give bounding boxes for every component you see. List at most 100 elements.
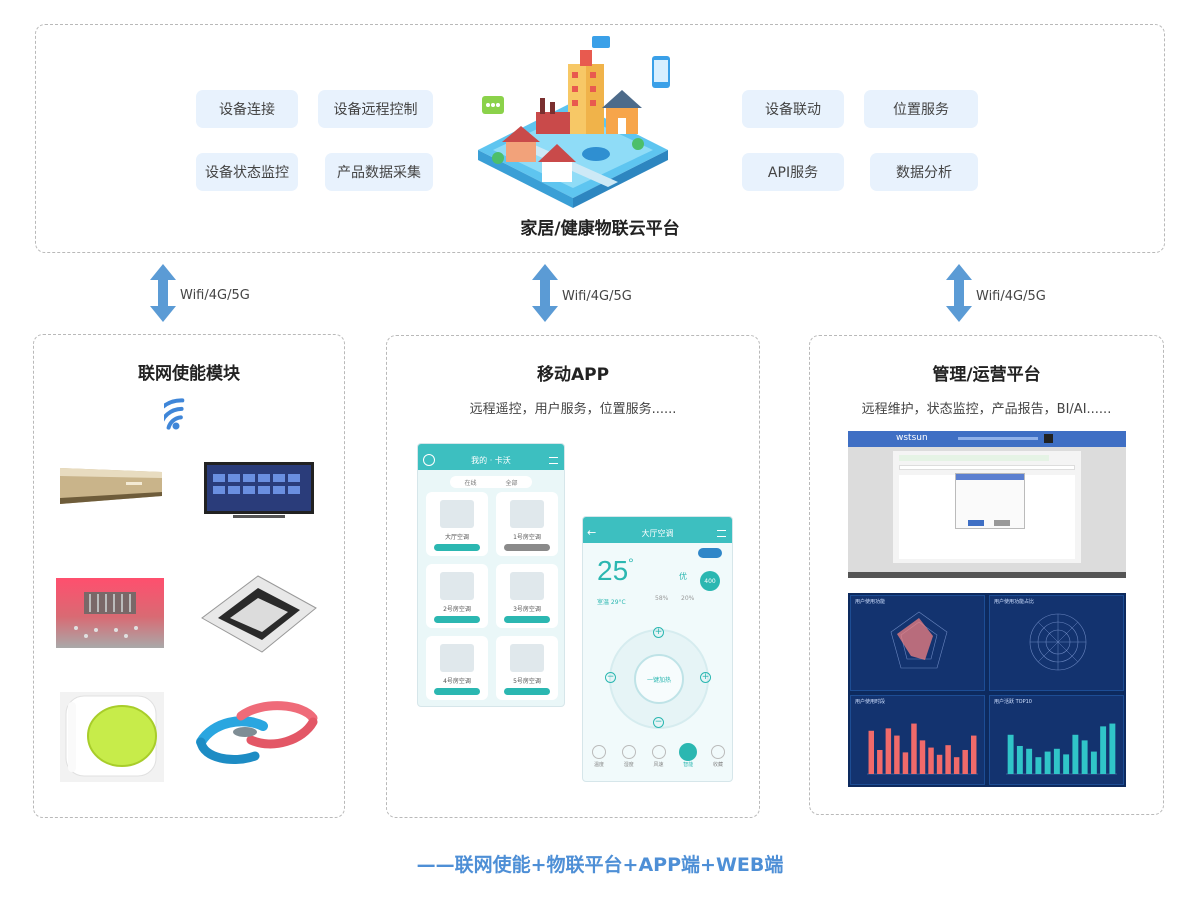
tab-smart-label: 智能 <box>683 762 694 768</box>
device-card-2-label: 1号房空调 <box>513 534 541 541</box>
active-top10-bar-10 <box>1090 751 1097 774</box>
service-chip-remote-control: 设备远程控制 <box>318 90 433 128</box>
device-card-4-image <box>510 572 544 600</box>
device-card-5-toggle[interactable] <box>434 688 480 695</box>
active-top10-bar-2 <box>1016 745 1023 774</box>
cloud-platform-title: 家居/健康物联云平台 <box>520 219 680 239</box>
connector-arrow-right <box>946 264 972 322</box>
tab-all: 全部 <box>505 479 518 487</box>
web-admin-navbar: wstsun <box>848 431 1126 447</box>
device-card-4-label: 3号房空调 <box>513 606 541 613</box>
service-chip-data-collection: 产品数据采集 <box>325 153 433 191</box>
usage-period-bar-9 <box>936 754 943 774</box>
usage-period-bar-12 <box>962 749 968 774</box>
device-card-5-label: 4号房空调 <box>443 678 471 685</box>
bathroom-heater-image <box>56 578 164 648</box>
device-card-2-image <box>510 500 544 528</box>
app-screen2-statusbar <box>583 517 732 525</box>
bar-chart-2 <box>1006 723 1117 775</box>
user-avatar-icon <box>423 454 435 466</box>
device-card-4-toggle[interactable] <box>504 616 550 623</box>
television-image <box>204 462 314 518</box>
fitness-band-image <box>196 701 318 764</box>
active-top10-bar-3 <box>1026 748 1033 774</box>
active-top10-bar-12 <box>1109 723 1116 774</box>
web-admin-nav-links <box>958 437 1038 440</box>
temp-up-icon[interactable]: + <box>653 627 664 638</box>
connector-label-left: Wifi/4G/5G <box>180 288 250 303</box>
device-card-5-image <box>440 644 474 672</box>
radar-chart-1 <box>890 611 948 669</box>
device-card-2-toggle[interactable] <box>504 544 550 551</box>
mobile-app-title: 移动APP <box>536 365 610 385</box>
air-conditioner-image <box>60 468 162 504</box>
fan-icon <box>651 745 666 759</box>
tab-humidity-label: 湿度 <box>623 762 634 768</box>
connector-label-middle: Wifi/4G/5G <box>562 289 632 304</box>
air-quality-label: 优 <box>679 572 687 581</box>
active-top10-bar-7 <box>1063 754 1070 774</box>
web-admin-avatar <box>1044 434 1053 443</box>
back-arrow-icon[interactable]: ← <box>587 526 597 539</box>
bar-panel-2: 用户活跃 TOP10 <box>989 695 1124 785</box>
radar-panel-1: 用户使用功能 <box>850 595 985 691</box>
bottom-tabbar: 温度 湿度 风速 智能 收藏 <box>587 743 730 773</box>
service-chip-location: 位置服务 <box>864 90 978 128</box>
web-admin-modal <box>955 473 1025 529</box>
device-card-1: 大厅空调 <box>426 492 488 556</box>
indoor-temp-label: 室温 29°C <box>597 599 626 606</box>
active-top10-bar-11 <box>1100 726 1107 774</box>
app-screen2-header-title: 大厅空调 <box>641 529 674 538</box>
app-screen2-header: ← 大厅空调 <box>583 525 732 543</box>
service-chip-status-monitor: 设备状态监控 <box>196 153 298 191</box>
bar-panel-2-title: 用户活跃 TOP10 <box>994 699 1032 705</box>
temp-down-icon[interactable]: − <box>653 717 664 728</box>
usage-period-bar-5 <box>902 752 909 774</box>
usage-period-bar-10 <box>945 745 951 774</box>
center-heat-button[interactable]: 一键加热 <box>634 654 684 704</box>
active-top10-bar-6 <box>1053 748 1060 774</box>
active-top10-bar-9 <box>1081 740 1088 774</box>
tab-fan-label: 风速 <box>653 762 664 768</box>
tab-smart[interactable]: 智能 <box>676 743 700 773</box>
device-card-3-toggle[interactable] <box>434 616 480 623</box>
tab-temperature[interactable]: 温度 <box>587 743 611 773</box>
web-admin-search <box>899 465 1075 470</box>
service-chip-device-linkage: 设备联动 <box>742 90 844 128</box>
connector-arrow-left <box>150 264 176 322</box>
active-top10-bar-5 <box>1044 751 1051 774</box>
usage-period-bar-13 <box>970 735 977 774</box>
tab-favorite[interactable]: 收藏 <box>706 743 730 773</box>
smart-mode-icon <box>679 743 698 761</box>
device-card-6-image <box>510 644 544 672</box>
active-top10-bar-1 <box>1007 734 1014 774</box>
service-chip-api: API服务 <box>742 153 844 191</box>
radar-panel-2-title: 用户使用功能占比 <box>994 599 1035 605</box>
device-card-1-image <box>440 500 474 528</box>
service-chip-data-analysis: 数据分析 <box>870 153 978 191</box>
temperature-value: 25° <box>597 555 634 587</box>
usage-period-bar-11 <box>953 757 960 774</box>
droplet-icon <box>621 745 636 759</box>
service-chip-device-connection: 设备连接 <box>196 90 298 128</box>
tab-fan[interactable]: 风速 <box>647 743 671 773</box>
device-card-5: 4号房空调 <box>426 636 488 700</box>
web-admin-content <box>893 451 1081 563</box>
device-card-6: 5号房空调 <box>496 636 558 700</box>
fan-up-icon[interactable]: + <box>700 672 711 683</box>
fan-down-icon[interactable]: − <box>605 672 616 683</box>
device-card-1-toggle[interactable] <box>434 544 480 551</box>
device-card-6-toggle[interactable] <box>504 688 550 695</box>
tab-humidity[interactable]: 湿度 <box>617 743 641 773</box>
heart-icon <box>711 745 725 759</box>
fan-speed-value: 20% <box>681 595 695 602</box>
connector-arrow-middle <box>532 264 558 322</box>
device-card-6-label: 5号房空调 <box>513 678 541 685</box>
web-admin-modal-header <box>956 474 1024 480</box>
humidity-value: 58% <box>655 595 669 602</box>
wifi-icon <box>164 398 185 430</box>
power-toggle[interactable] <box>698 548 722 558</box>
menu-icon[interactable] <box>717 530 726 537</box>
menu-icon <box>549 457 558 464</box>
app-screen1-statusbar <box>418 444 564 452</box>
